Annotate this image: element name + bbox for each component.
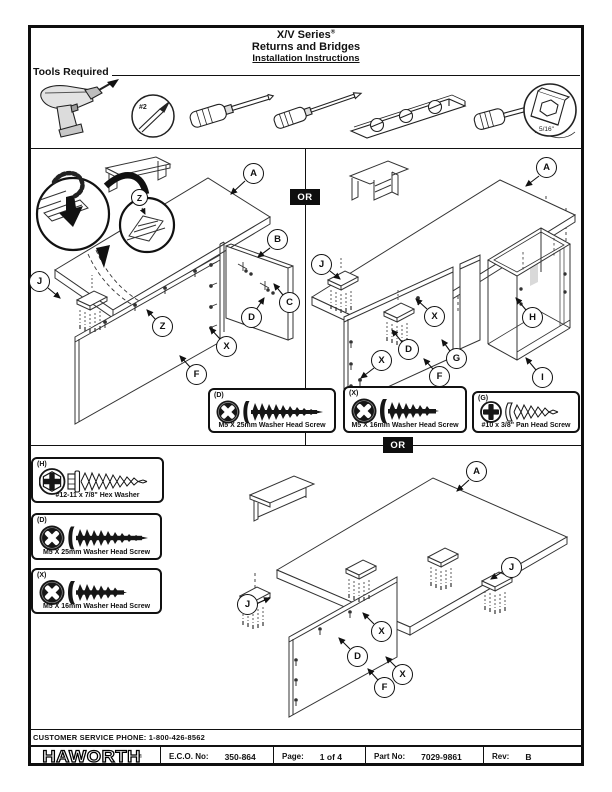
callout-d: D (241, 307, 262, 328)
callout-j3-left: J (237, 594, 258, 615)
callout-f2: F (429, 366, 450, 387)
tools-heading-rule (112, 75, 580, 76)
callout-j: J (29, 271, 50, 292)
hex-washer-screw-icon (39, 468, 148, 495)
hardware-caption: #12-11 x 7/8" Hex Washer (55, 492, 140, 499)
part-cell: Part No: 7029-9861 (365, 747, 483, 766)
hardware-tag: (D) (37, 517, 47, 524)
callout-f: F (186, 364, 207, 385)
hardware-tag: (X) (349, 390, 359, 397)
return-inset-icon (104, 156, 172, 193)
level-icon (349, 94, 467, 139)
hardware-box-x16-2: (X) M5 X 16mm Washer Head Screw (31, 568, 162, 614)
callout-z-surface: Z (152, 316, 173, 337)
brand-cell: HAWORTH® (28, 746, 160, 766)
socket-size-label: 5/16" (539, 126, 555, 133)
callout-x: X (216, 336, 237, 357)
title-block: HAWORTH® E.C.O. No: 350-864 Page: 1 of 4… (28, 745, 584, 766)
part-label: Part No: (374, 752, 406, 761)
callout-f3: F (374, 677, 395, 698)
rule-mid-page (30, 445, 582, 446)
rev-label: Rev: (492, 752, 510, 761)
hardware-tag: (X) (37, 572, 47, 579)
or-badge-top: OR (290, 189, 320, 205)
page-border (28, 25, 584, 766)
phillips-bit-icon (131, 94, 175, 138)
callout-a2: A (536, 157, 557, 178)
doc-title-series: X/V Series® (276, 29, 336, 41)
socket-detail-icon (523, 83, 577, 137)
rev-value: B (525, 751, 532, 762)
hardware-caption: M5 X 25mm Washer Head Screw (42, 549, 151, 556)
callout-j2: J (311, 254, 332, 275)
washer-head-screw-icon (39, 525, 148, 551)
callout-x2b: X (371, 350, 392, 371)
callout-z-detail: Z (131, 189, 148, 206)
callout-c: C (279, 292, 300, 313)
hardware-caption: M5 X 16mm Washer Head Screw (351, 422, 459, 429)
flathead-screwdriver-icon (273, 92, 363, 129)
eco-cell: E.C.O. No: 350-864 (160, 747, 273, 766)
callout-i2: I (532, 367, 553, 388)
desk-inset-icon (348, 160, 410, 201)
diagram-return-panel (35, 156, 294, 425)
callout-g2: G (446, 348, 467, 369)
hardware-box-d25: (D) M5 X 25mm Washer Head Screw (208, 388, 336, 433)
hardware-box-g10: (G) #10 x 3/8" Pan Head Screw (472, 391, 580, 433)
callout-x2a: X (424, 306, 445, 327)
washer-head-screw-icon (39, 580, 127, 605)
bridge-inset-icon (248, 475, 316, 522)
callout-d3: D (347, 646, 368, 667)
callout-x3a: X (371, 621, 392, 642)
page-value: 1 of 4 (319, 751, 342, 762)
phillips-screwdriver-icon (189, 93, 275, 128)
doc-title-subtitle: Installation Instructions (252, 53, 360, 64)
hardware-caption: #10 x 3/8" Pan Head Screw (481, 422, 571, 429)
customer-service-rule (30, 729, 582, 730)
hardware-tag: (H) (37, 461, 47, 468)
bit-size-label: #2 (139, 104, 147, 111)
page-cell: Page: 1 of 4 (273, 747, 365, 766)
hardware-caption: M5 X 16mm Washer Head Screw (42, 603, 151, 610)
pan-head-screw-icon (480, 401, 559, 423)
hardware-box-x16: (X) M5 X 16mm Washer Head Screw (343, 386, 467, 433)
customer-service-phone: CUSTOMER SERVICE PHONE: 1-800-426-8562 (33, 733, 205, 742)
washer-head-screw-icon (216, 400, 323, 424)
or-badge-bottom: OR (383, 437, 413, 453)
hardware-box-h12: (H) #12-11 x 7/8" Hex Washer (31, 457, 164, 503)
eco-label: E.C.O. No: (169, 752, 209, 761)
eco-value: 350-864 (224, 751, 256, 762)
callout-a3: A (466, 461, 487, 482)
callout-b: B (267, 229, 288, 250)
callout-x3b: X (392, 664, 413, 685)
hardware-tag: (G) (478, 395, 489, 402)
registered-mark: ® (138, 753, 142, 760)
power-drill-icon (40, 79, 119, 138)
tools-required-heading: Tools Required (33, 66, 109, 78)
diagram-bridge (239, 475, 569, 718)
registered-mark: ® (330, 29, 336, 36)
page-label: Page: (282, 752, 304, 761)
haworth-logo: HAWORTH (42, 746, 141, 766)
hardware-box-d25-2: (D) M5 X 25mm Washer Head Screw (31, 513, 162, 560)
callout-a: A (243, 163, 264, 184)
rule-under-tools (30, 148, 582, 149)
hardware-caption: M5 X 25mm Washer Head Screw (218, 422, 326, 429)
callout-j3-right: J (501, 557, 522, 578)
tools-illustration: #2 5/16" (40, 79, 577, 139)
callout-h2: H (522, 307, 543, 328)
callout-d2: D (398, 339, 419, 360)
rev-cell: Rev: B (483, 747, 584, 766)
hardware-tag: (D) (214, 392, 224, 399)
washer-head-screw-icon (351, 398, 439, 424)
doc-title-product: Returns and Bridges (251, 41, 361, 53)
middle-divider (305, 148, 306, 445)
part-value: 7029-9861 (421, 751, 462, 762)
